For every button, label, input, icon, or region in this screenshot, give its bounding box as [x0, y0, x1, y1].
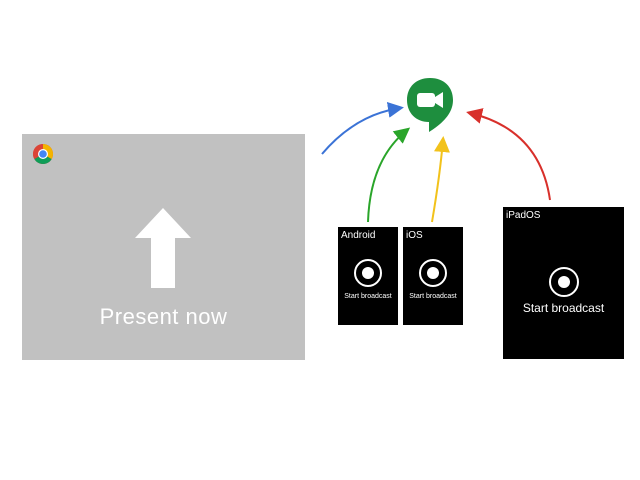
broadcast-record-icon[interactable]: [549, 267, 579, 297]
arrow-android-to-meet: [367, 127, 411, 223]
start-broadcast-label: Start broadcast: [409, 293, 457, 300]
broadcast-record-icon[interactable]: [354, 259, 382, 287]
start-broadcast-label: Start broadcast: [344, 293, 392, 300]
device-name: iOS: [406, 230, 423, 241]
device-name: iPadOS: [506, 210, 541, 221]
android-device: Android Start broadcast: [338, 227, 398, 325]
present-now-label: Present now: [99, 304, 228, 329]
up-arrow-icon: [135, 208, 191, 288]
arrow-ipad-to-meet: [466, 108, 551, 201]
start-broadcast-label: Start broadcast: [522, 301, 605, 315]
broadcast-record-icon[interactable]: [419, 259, 447, 287]
chrome-icon: [33, 144, 53, 164]
arrow-chrome-to-meet: [321, 101, 404, 155]
ipados-device: iPadOS Start broadcast: [503, 207, 624, 359]
chrome-present-panel: Present now: [22, 134, 305, 360]
arrow-ios-to-meet: [431, 136, 450, 223]
device-name: Android: [341, 230, 376, 241]
ios-device: iOS Start broadcast: [403, 227, 463, 325]
google-meet-icon: [407, 78, 453, 132]
